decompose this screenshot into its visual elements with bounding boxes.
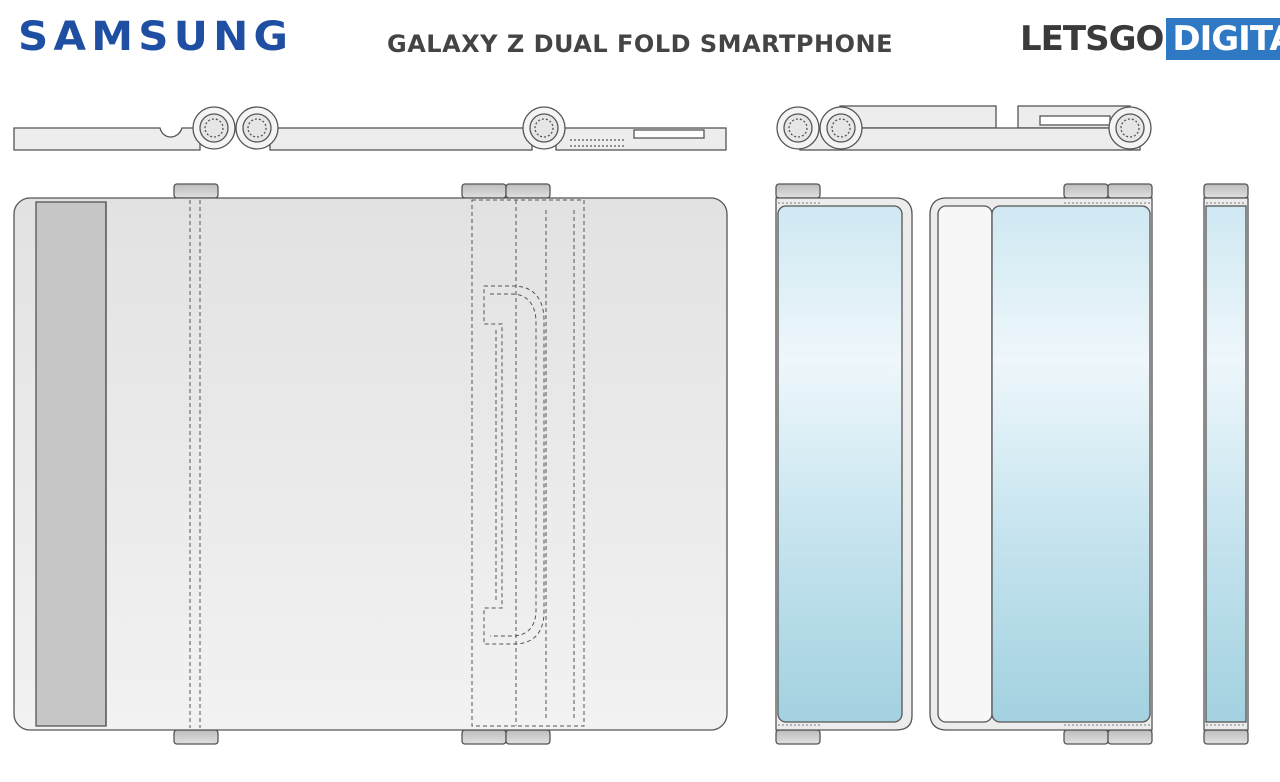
- hinge-cap: [461, 729, 507, 745]
- hinge-roller: [776, 106, 820, 150]
- hinge-cap: [1063, 729, 1109, 745]
- diagram-title: GALAXY Z DUAL FOLD SMARTPHONE: [387, 30, 893, 58]
- rear-view: [13, 183, 728, 745]
- hinge-cap: [1107, 729, 1153, 745]
- display-left: [777, 205, 903, 723]
- samsung-logo: SAMSUNG: [18, 14, 294, 60]
- hinge-roller: [192, 106, 236, 150]
- side-view-unfolded: [13, 106, 727, 151]
- hinge-cap: [1107, 183, 1153, 199]
- hinge-cap: [775, 183, 821, 199]
- letsgodigital-logo: LETSGO DIGITAL: [1020, 18, 1280, 60]
- front-view: [775, 183, 1153, 745]
- hinge-cap: [173, 183, 219, 199]
- logo-text-letsgo: LETSGO: [1020, 19, 1164, 59]
- hinge-roller: [1108, 106, 1152, 150]
- hinge-roller: [819, 106, 863, 150]
- narrow-side-view: [1203, 183, 1249, 745]
- display-right: [991, 205, 1151, 723]
- side-view-folded: [776, 105, 1152, 151]
- logo-text-digital: DIGITAL: [1166, 18, 1280, 60]
- hinge-roller: [235, 106, 279, 150]
- hinge-cap: [505, 183, 551, 199]
- inner-fold-strip: [937, 205, 993, 723]
- hinge-roller: [522, 106, 566, 150]
- hinge-cap: [1203, 729, 1249, 745]
- hinge-cap: [1203, 183, 1249, 199]
- side-panel: [35, 201, 107, 727]
- hinge-cap: [1063, 183, 1109, 199]
- hinge-cap: [461, 183, 507, 199]
- hinge-cap: [775, 729, 821, 745]
- hinge-cap: [505, 729, 551, 745]
- display-narrow: [1205, 205, 1247, 723]
- hinge-cap: [173, 729, 219, 745]
